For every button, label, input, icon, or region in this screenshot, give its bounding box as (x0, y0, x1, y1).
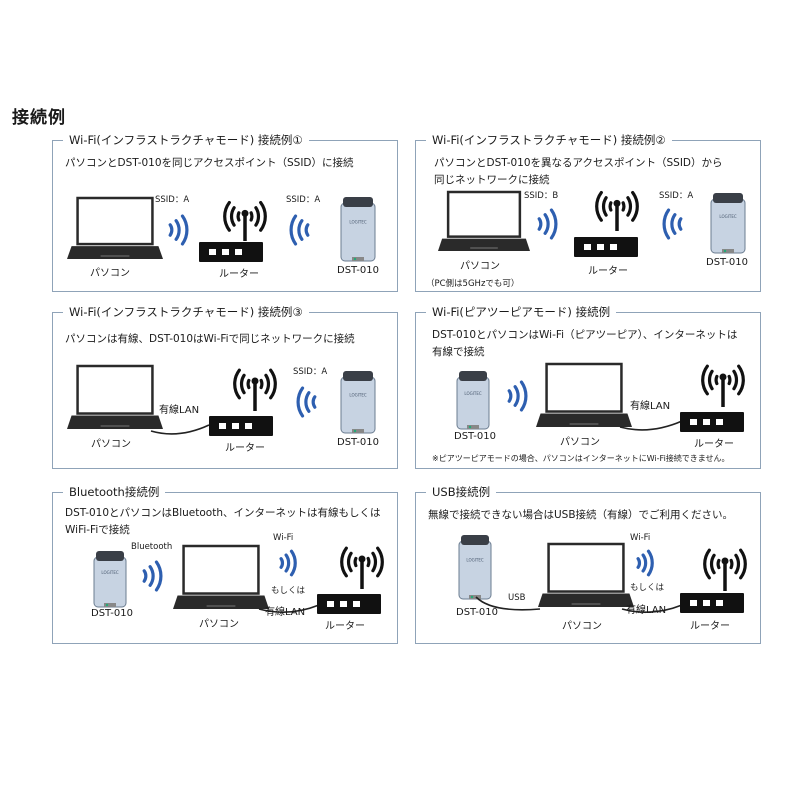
dst-010-device-icon: LOGITEC (340, 197, 376, 262)
device-label: DST-010 (706, 257, 748, 268)
panel-usb: USB接続例 無線で接続できない場合はUSB接続（有線）でご利用ください。 LO… (415, 484, 761, 644)
dst-010-device-icon: LOGITEC (93, 551, 127, 608)
laptop-label: パソコン (90, 268, 130, 279)
laptop-icon (538, 542, 634, 607)
router-antenna-icon (223, 200, 267, 241)
router-label: ルーター (325, 621, 365, 632)
bluetooth-label: Bluetooth (131, 542, 173, 552)
wifi-label: Wi-Fi (630, 533, 651, 543)
laptop-icon (67, 196, 163, 259)
laptop-icon (536, 362, 632, 427)
device-label: DST-010 (91, 608, 133, 619)
device-label: DST-010 (337, 437, 379, 448)
svg-text:LOGITEC: LOGITEC (466, 558, 483, 563)
ssid-label: SSID：A (286, 195, 321, 205)
or-label: もしくは (271, 586, 306, 596)
router-icon (574, 237, 638, 257)
panel-description: パソコンは有線、DST-010はWi-Fiで同じネットワークに接続 (65, 333, 355, 345)
laptop-label: パソコン (91, 439, 131, 450)
router-antenna-icon (595, 190, 639, 231)
panel-title: Wi-Fi(インフラストラクチャモード) 接続例① (63, 132, 309, 148)
panel-infra-1: Wi-Fi(インフラストラクチャモード) 接続例① パソコンとDST-010を同… (52, 132, 398, 292)
usb-cable (475, 596, 541, 611)
usb-label: USB (508, 593, 526, 603)
laptop-icon (67, 364, 163, 429)
footnote: ※ピアツーピアモードの場合、パソコンはインターネットにWi-Fi接続できません。 (432, 454, 730, 463)
router-icon (209, 416, 273, 436)
router-label: ルーター (588, 266, 628, 277)
router-icon (317, 594, 381, 614)
router-label: ルーター (225, 443, 265, 454)
panel-bluetooth: Bluetooth接続例 DST-010とパソコンはBluetooth、インター… (52, 484, 398, 644)
wifi-signal-icon (537, 208, 558, 240)
or-label: もしくは (630, 583, 665, 593)
wired-lan-label: 有線LAN (265, 607, 306, 618)
panel-peer-to-peer: Wi-Fi(ピアツーピアモード) 接続例 DST-010とパソコンはWi-Fi（… (415, 304, 761, 469)
ssid-label: SSID：A (659, 191, 694, 201)
panel-infra-3: Wi-Fi(インフラストラクチャモード) 接続例③ パソコンは有線、DST-01… (52, 304, 398, 469)
panel-description: 無線で接続できない場合はUSB接続（有線）でご利用ください。 (428, 509, 734, 521)
router-icon (680, 412, 744, 432)
panel-title: Bluetooth接続例 (63, 484, 166, 500)
router-antenna-icon (703, 548, 747, 591)
dst-010-device-icon: LOGITEC (710, 193, 746, 254)
wifi-signal-icon (296, 386, 317, 418)
svg-text:LOGITEC: LOGITEC (101, 570, 118, 575)
bluetooth-signal-icon (142, 560, 163, 592)
router-label: ルーター (219, 269, 259, 280)
router-label: ルーター (690, 621, 730, 632)
panel-description: パソコンとDST-010を異なるアクセスポイント（SSID）から 同じネットワー… (434, 157, 723, 186)
panel-title: USB接続例 (426, 484, 497, 500)
wired-lan-label: 有線LAN (626, 605, 667, 616)
dst-010-device-icon: LOGITEC (458, 535, 492, 600)
wifi-signal-icon (289, 214, 310, 246)
wifi-signal-icon (279, 549, 297, 577)
router-antenna-icon (701, 364, 745, 407)
router-icon (199, 242, 263, 262)
lan-cable (621, 604, 683, 613)
dst-010-device-icon: LOGITEC (340, 371, 376, 434)
lan-cable (258, 604, 320, 613)
svg-text:LOGITEC: LOGITEC (719, 214, 736, 219)
wifi-signal-icon (636, 549, 654, 577)
wifi-signal-icon (168, 214, 189, 246)
wifi-label: Wi-Fi (273, 533, 294, 543)
ssid-label: SSID：B (524, 191, 559, 201)
panel-description: パソコンとDST-010を同じアクセスポイント（SSID）に接続 (65, 157, 354, 169)
wired-lan-label: 有線LAN (159, 405, 200, 416)
svg-text:LOGITEC: LOGITEC (349, 220, 366, 225)
router-antenna-icon (233, 368, 277, 411)
laptop-label: パソコン (460, 261, 500, 272)
panel-infra-2: Wi-Fi(インフラストラクチャモード) 接続例② パソコンとDST-010を異… (415, 132, 761, 292)
laptop-label: パソコン (199, 619, 239, 630)
svg-text:LOGITEC: LOGITEC (464, 391, 481, 396)
panel-title: Wi-Fi(インフラストラクチャモード) 接続例③ (63, 304, 309, 320)
laptop-label: パソコン (560, 437, 600, 448)
device-label: DST-010 (337, 265, 379, 276)
router-icon (680, 593, 744, 613)
laptop-label: パソコン (562, 621, 602, 632)
ssid-label: SSID：A (293, 367, 328, 377)
panel-title: Wi-Fi(ピアツーピアモード) 接続例 (426, 304, 617, 320)
panel-description: DST-010とパソコンはWi-Fi（ピアツーピア）、インターネットは 有線で接… (432, 329, 738, 358)
device-label: DST-010 (454, 431, 496, 442)
lan-cable (619, 420, 683, 431)
svg-text:LOGITEC: LOGITEC (349, 393, 366, 398)
ssid-label: SSID：A (155, 195, 190, 205)
router-label: ルーター (694, 439, 734, 450)
panel-description: DST-010とパソコンはBluetooth、インターネットは有線もしくは Wi… (65, 507, 381, 536)
laptop-icon (173, 544, 269, 609)
router-antenna-icon (340, 546, 384, 589)
panel-title: Wi-Fi(インフラストラクチャモード) 接続例② (426, 132, 672, 148)
wifi-signal-icon (662, 208, 683, 240)
dst-010-device-icon: LOGITEC (456, 371, 490, 430)
wired-lan-label: 有線LAN (630, 401, 671, 412)
wifi-signal-icon (507, 380, 528, 412)
device-label: DST-010 (456, 607, 498, 618)
laptop-icon (438, 190, 530, 251)
page-title: 接続例 (12, 108, 66, 128)
lan-cable (150, 424, 210, 435)
note: （PC側は5GHzでも可） (426, 279, 520, 289)
